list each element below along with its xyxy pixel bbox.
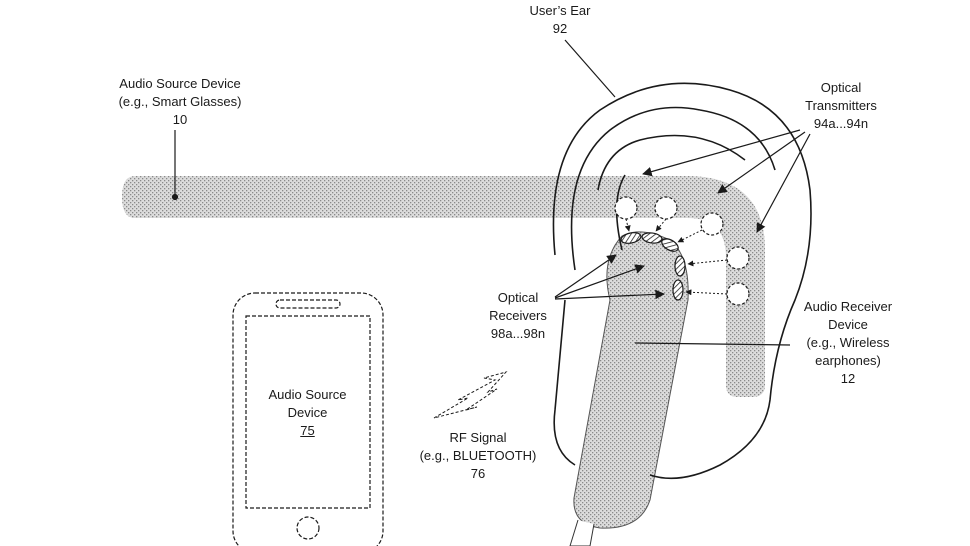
phone-screen: [245, 315, 371, 509]
receiver-ref: 12: [840, 371, 856, 386]
label-optical-receivers: Optical Receivers 98a...98n: [478, 289, 558, 343]
receiver-2: [641, 232, 663, 244]
phone-line1: Audio Source: [268, 387, 347, 402]
earphone-cable: [569, 519, 595, 546]
receiver-line3: (e.g., Wireless: [806, 335, 890, 350]
label-audio-receiver-device: Audio Receiver Device (e.g., Wireless ea…: [792, 298, 904, 388]
receivers-ref: 98a...98n: [490, 326, 546, 341]
phone-ref: 75: [300, 423, 315, 438]
glasses-line1: Audio Source Device: [119, 76, 241, 91]
optical-paths: [624, 218, 728, 296]
ear-line1: User’s Ear: [529, 3, 591, 18]
transmitters-ref: 94a...94n: [813, 116, 869, 131]
optical-transmitters: [614, 196, 750, 306]
rf-ref: 76: [470, 466, 486, 481]
rf-line2: (e.g., BLUETOOTH): [419, 448, 537, 463]
phone-speaker: [275, 299, 341, 309]
transmitter-3: [700, 212, 724, 236]
receiver-3: [661, 238, 679, 252]
transmitter-4: [726, 246, 750, 270]
earphone-body: [573, 231, 689, 529]
receiver-1: [620, 232, 642, 244]
transmitter-5: [726, 282, 750, 306]
ear-ref: 92: [552, 21, 568, 36]
leader-ear: [564, 39, 616, 98]
rf-line1: RF Signal: [449, 430, 507, 445]
receiver-5: [672, 279, 684, 301]
arrow-transmitter-2: [717, 131, 806, 194]
arrow-receiver-1: [554, 254, 617, 298]
transmitter-1: [614, 196, 638, 220]
arrow-receiver-2: [554, 264, 645, 299]
leader-lines: [171, 39, 811, 346]
receiver-line1: Audio Receiver: [803, 299, 893, 314]
arrow-transmitter-1: [642, 129, 801, 177]
receivers-line1: Optical: [497, 290, 539, 305]
label-optical-transmitters: Optical Transmitters 94a...94n: [786, 79, 896, 133]
smartphone: [232, 292, 384, 546]
transmitters-line2: Transmitters: [805, 98, 877, 113]
leader-receiver-device: [634, 342, 791, 346]
receiver-line2: Device: [828, 317, 868, 332]
receiver-4: [674, 255, 686, 277]
leader-glasses-dot: [171, 193, 179, 201]
receiver-line4: earphones): [815, 353, 881, 368]
transmitters-line1: Optical: [820, 80, 862, 95]
arrow-receiver-3: [554, 289, 665, 300]
phone-body: [232, 292, 384, 546]
transmitter-2: [654, 196, 678, 220]
rf-signal-bolt: [433, 371, 508, 419]
label-audio-source-glasses: Audio Source Device (e.g., Smart Glasses…: [100, 75, 260, 129]
label-users-ear: User’s Ear 92: [510, 2, 610, 38]
phone-home-button: [296, 516, 320, 540]
label-phone-source: Audio Source Device 75: [255, 386, 360, 440]
receivers-line2: Receivers: [489, 308, 547, 323]
optical-receivers: [620, 232, 686, 301]
glasses-line2: (e.g., Smart Glasses): [118, 94, 242, 109]
glasses-ref: 10: [172, 112, 188, 127]
glasses-temple-arm: [122, 176, 765, 397]
label-rf-signal: RF Signal (e.g., BLUETOOTH) 76: [408, 429, 548, 483]
phone-line2: Device: [287, 405, 328, 420]
arrow-transmitter-3: [756, 133, 811, 233]
